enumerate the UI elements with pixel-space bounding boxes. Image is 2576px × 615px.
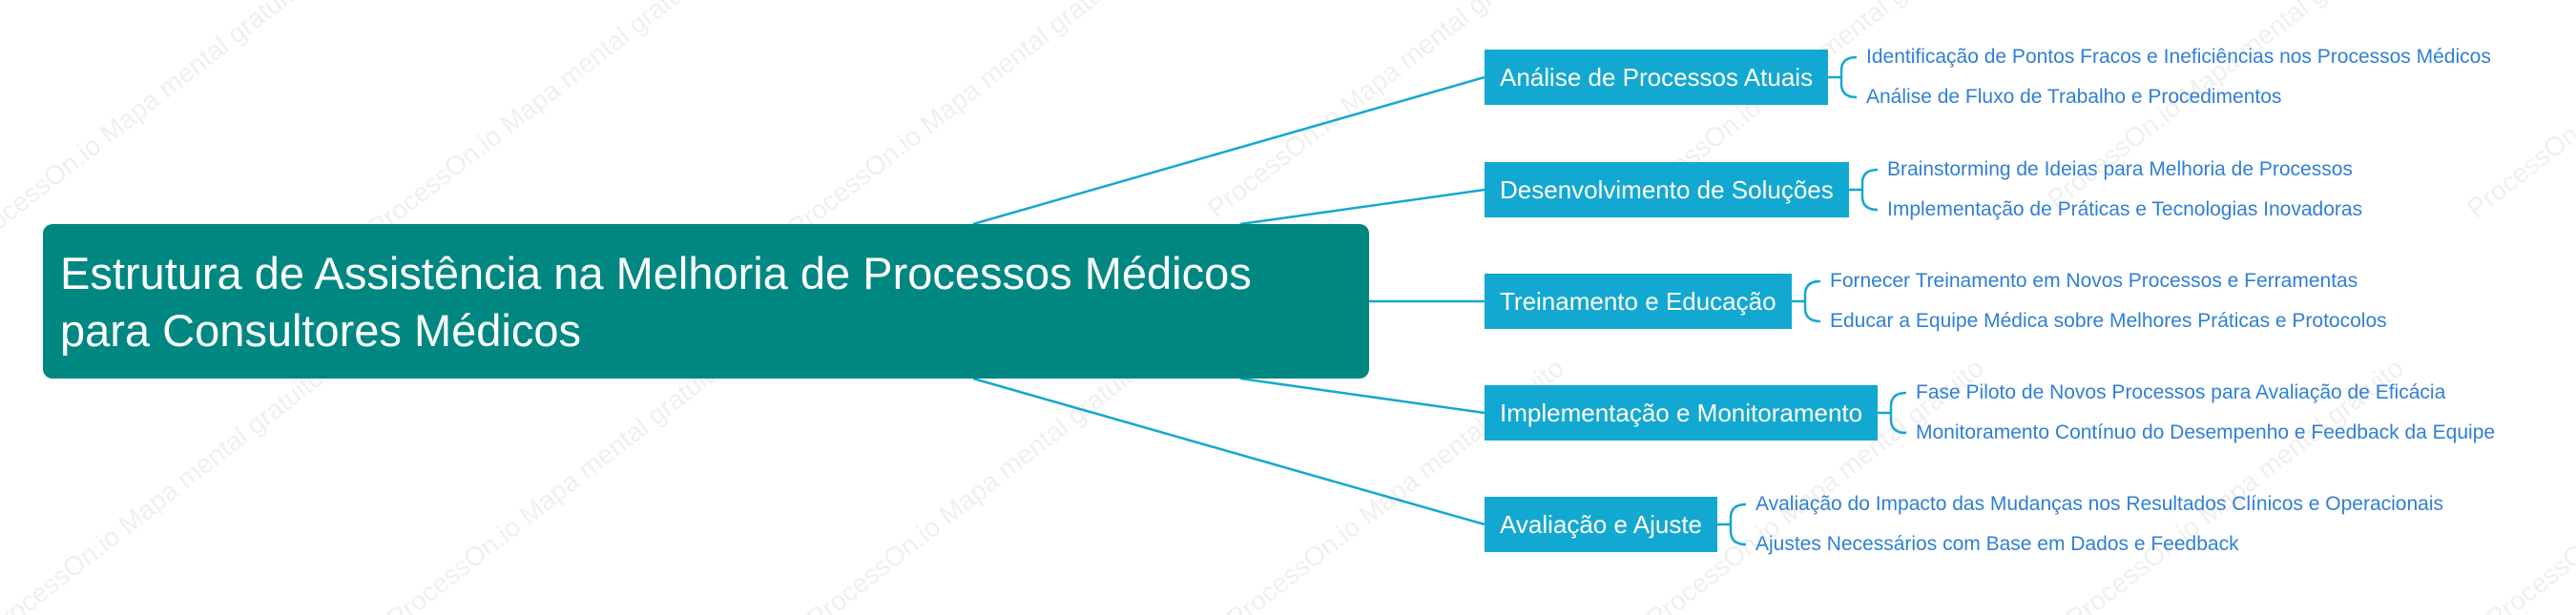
root-connector-line	[1239, 188, 1485, 226]
leaf-topic[interactable]: Brainstorming de Ideias para Melhoria de…	[1887, 158, 2353, 180]
branch-topic-analise[interactable]: Análise de Processos Atuais	[1485, 50, 1829, 105]
root-topic-line-1: Estrutura de Assistência na Melhoria de …	[60, 248, 1252, 298]
leaf-topic[interactable]: Educar a Equipe Médica sobre Melhores Pr…	[1830, 310, 2387, 332]
leaf-bracket	[1889, 391, 1907, 435]
leaf-topic[interactable]: Fornecer Treinamento em Novos Processos …	[1830, 270, 2358, 292]
leaf-bracket	[1860, 168, 1879, 212]
leaf-topic[interactable]: Identificação de Pontos Fracos e Inefici…	[1866, 46, 2491, 68]
root-topic[interactable]: Estrutura de Assistência na Melhoria de …	[43, 224, 1369, 379]
leaf-topic[interactable]: Ajustes Necessários com Base em Dados e …	[1755, 533, 2239, 555]
leaf-bracket	[1729, 502, 1747, 546]
branch-topic-desenvolvimento[interactable]: Desenvolvimento de Soluções	[1485, 162, 1849, 217]
leaf-topic[interactable]: Análise de Fluxo de Trabalho e Procedime…	[1866, 86, 2282, 108]
leaf-topic[interactable]: Avaliação do Impacto das Mudanças nos Re…	[1755, 493, 2444, 515]
branch-topic-treinamento[interactable]: Treinamento e Educação	[1485, 274, 1792, 329]
leaf-topic[interactable]: Monitoramento Contínuo do Desempenho e F…	[1916, 421, 2496, 443]
leaf-topic[interactable]: Implementação de Práticas e Tecnologias …	[1887, 198, 2363, 220]
leaf-bracket	[1803, 279, 1821, 323]
branch-topic-avaliacao[interactable]: Avaliação e Ajuste	[1485, 497, 1717, 552]
root-connector-line	[1239, 377, 1485, 415]
root-connector-line	[972, 377, 1485, 526]
root-connector-line	[972, 75, 1485, 226]
leaf-bracket	[1839, 55, 1858, 99]
branch-topic-implementacao[interactable]: Implementação e Monitoramento	[1485, 385, 1879, 441]
leaf-topic[interactable]: Fase Piloto de Novos Processos para Aval…	[1916, 381, 2446, 403]
root-topic-line-2: para Consultores Médicos	[60, 305, 581, 356]
